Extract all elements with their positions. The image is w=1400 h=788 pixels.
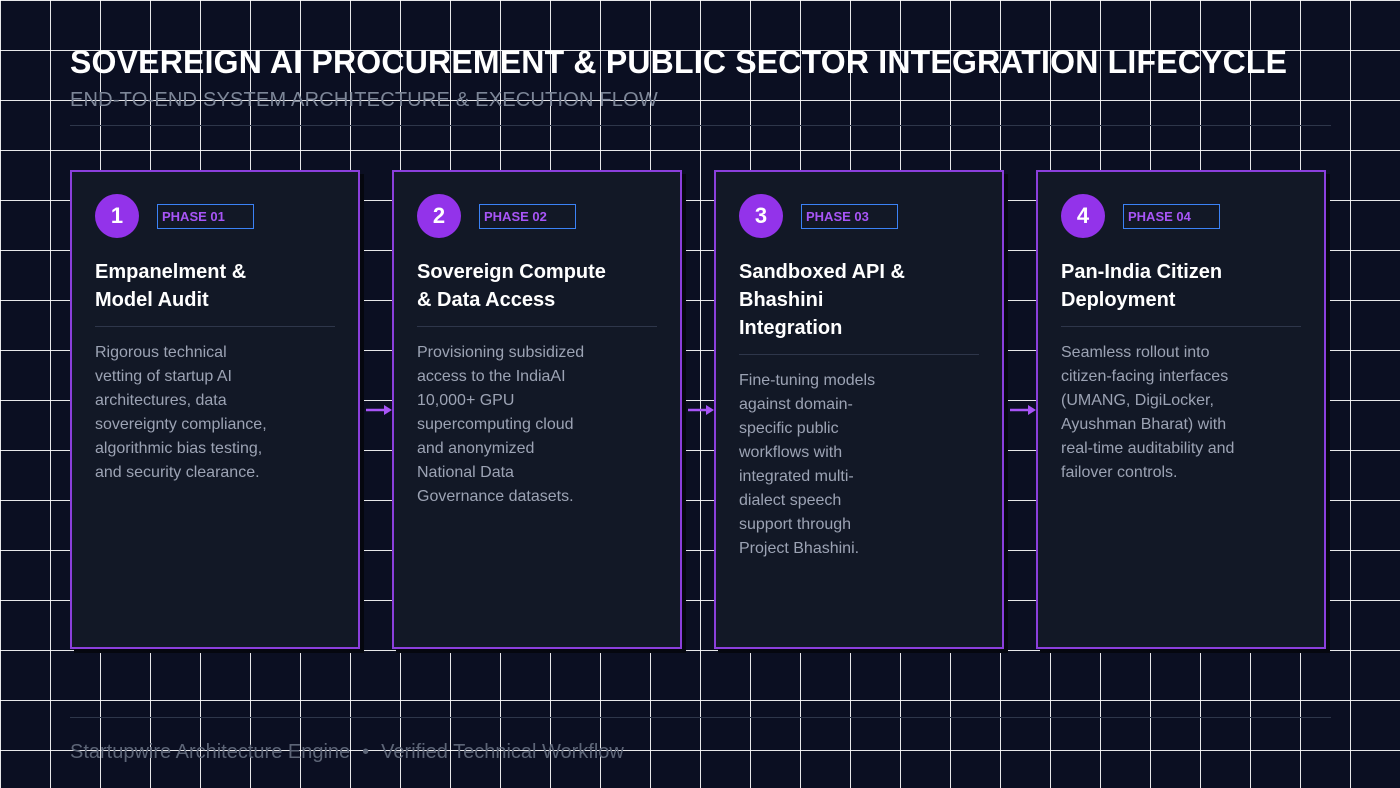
page-subtitle: END-TO-END SYSTEM ARCHITECTURE & EXECUTI…: [70, 89, 658, 111]
arrow-right-icon: [688, 405, 714, 415]
phase-label-badge: PHASE 01: [157, 203, 254, 229]
card-divider: [739, 354, 979, 355]
footer-verification: Verified Technical Workflow: [381, 741, 624, 763]
footer: Startupwire Architecture Engine • Verified…: [70, 741, 624, 764]
phase-title: Sovereign Compute & Data Access: [417, 261, 606, 311]
footer-divider: [70, 717, 1331, 718]
phase-card-1: 1 PHASE 01 Empanelment & Model Audit Rig…: [70, 170, 360, 649]
phase-title: Sandboxed API & Bhashini Integration: [739, 261, 905, 339]
phase-description: Seamless rollout into citizen-facing int…: [1061, 344, 1235, 481]
card-divider: [95, 326, 335, 327]
page-title: SOVEREIGN AI PROCUREMENT & PUBLIC SECTOR…: [70, 44, 1288, 80]
step-number-badge: 1: [95, 194, 139, 238]
header-divider: [70, 125, 1331, 126]
card-divider: [417, 326, 657, 327]
phase-card-4: 4 PHASE 04 Pan-India Citizen Deployment …: [1036, 170, 1326, 649]
phase-description: Rigorous technical vetting of startup AI…: [95, 344, 267, 481]
step-number-badge: 4: [1061, 194, 1105, 238]
phase-description: Fine-tuning models against domain-specif…: [739, 372, 876, 557]
phase-label-badge: PHASE 02: [479, 203, 576, 229]
phase-label-badge: PHASE 04: [1123, 203, 1220, 229]
phase-card-3: 3 PHASE 03 Sandboxed API & Bhashini Inte…: [714, 170, 1004, 649]
step-number-badge: 2: [417, 194, 461, 238]
phase-description: Provisioning subsidized access to the In…: [417, 344, 585, 505]
step-number-badge: 3: [739, 194, 783, 238]
phase-title: Empanelment & Model Audit: [95, 261, 247, 311]
arrow-right-icon: [1010, 405, 1036, 415]
phase-label-badge: PHASE 03: [801, 203, 898, 229]
card-divider: [1061, 326, 1301, 327]
footer-separator: •: [362, 741, 370, 763]
phase-title: Pan-India Citizen Deployment: [1061, 261, 1223, 311]
arrow-right-icon: [366, 405, 392, 415]
footer-brand: Startupwire Architecture Engine: [70, 741, 351, 763]
phase-card-2: 2 PHASE 02 Sovereign Compute & Data Acce…: [392, 170, 682, 649]
